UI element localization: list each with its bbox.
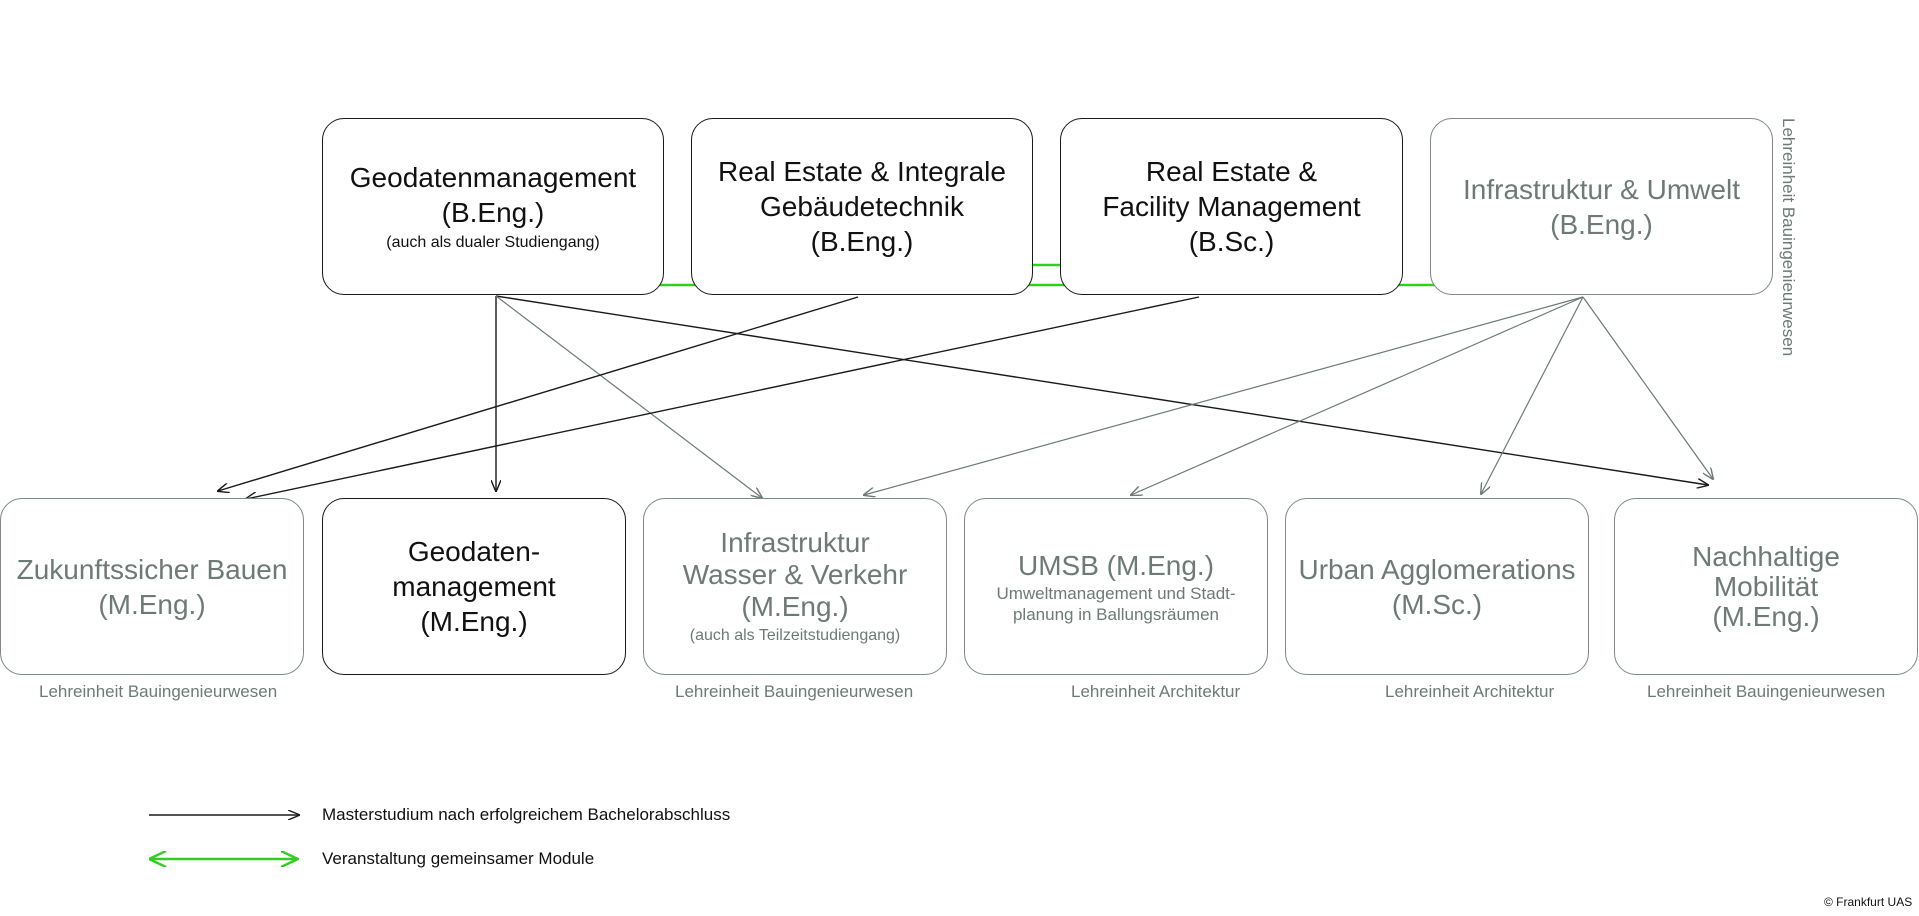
copyright: © Frankfurt UAS <box>1824 895 1913 909</box>
degree: (M.Eng.) <box>420 606 528 637</box>
unit-label-zukunftssicher: Lehreinheit Bauingenieurwesen <box>39 682 278 701</box>
title: UMSB (M.Eng.) <box>1017 550 1215 581</box>
subtitle-line1: Umweltmanagement und Stadt- <box>996 584 1236 603</box>
degree: (M.Sc.) <box>1391 588 1483 620</box>
degree: (B.Eng.) <box>810 226 914 257</box>
legend-shared-modules-text: Veranstaltung gemeinsamer Module <box>322 849 595 868</box>
arrow-real-estate-integrale-to-zukunftssicher <box>218 296 859 491</box>
line2: Facility Management <box>1102 191 1361 222</box>
line2: Mobilität <box>1713 570 1819 602</box>
box-urban-agglomerations: Urban Agglomerations (M.Sc.) <box>1285 498 1589 675</box>
title: Infrastruktur & Umwelt <box>1463 173 1740 205</box>
title: Geodatenmanagement <box>349 162 637 193</box>
arrow-infrastruktur-to-mobilitaet <box>1582 296 1713 479</box>
arrow-real-estate-facility-to-zukunftssicher <box>246 296 1200 499</box>
degree: (M.Eng.) <box>1712 600 1820 632</box>
unit-label-mobilitaet: Lehreinheit Bauingenieurwesen <box>1647 682 1886 701</box>
line1: Geodaten- <box>407 536 541 567</box>
unit-label-umsb: Lehreinheit Architektur <box>1071 682 1241 701</box>
arrow-geodaten-to-mobilitaet <box>495 295 1708 485</box>
line1: Infrastruktur <box>720 527 870 558</box>
box-real-estate-facility: Real Estate & Facility Management (B.Sc.… <box>1060 118 1403 295</box>
note: (auch als dualer Studiengang) <box>386 234 600 251</box>
arrow-geodaten-to-infrastruktur-wasser <box>495 295 762 498</box>
degree: (M.Eng.) <box>741 591 849 622</box>
box-geodatenmanagement-meng: Geodaten- management (M.Eng.) <box>322 498 626 675</box>
unit-label-infrastruktur-wasser: Lehreinheit Bauingenieurwesen <box>675 682 914 701</box>
box-real-estate-integrale: Real Estate & Integrale Gebäudetechnik (… <box>691 118 1033 295</box>
box-nachhaltige-mobilitaet: Nachhaltige Mobilität (M.Eng.) <box>1614 498 1918 675</box>
degree: (B.Eng.) <box>441 197 545 228</box>
arrow-infrastruktur-to-infrastruktur-wasser <box>864 296 1584 495</box>
box-zukunftssicher-bauen: Zukunftssicher Bauen (M.Eng.) <box>0 498 304 675</box>
subtitle-line2: planung in Ballungsräumen <box>1012 605 1220 624</box>
line2: Wasser & Verkehr <box>682 559 908 590</box>
line2: management <box>392 571 556 602</box>
line1: Nachhaltige <box>1692 540 1840 572</box>
note: (auch als Teilzeitstudiengang) <box>689 627 901 644</box>
arrow-infrastruktur-to-umsb <box>1131 296 1584 495</box>
title: Zukunftssicher Bauen <box>16 553 288 585</box>
degree: (M.Eng.) <box>98 588 206 620</box>
degree: (B.Sc.) <box>1188 226 1275 257</box>
line1: Real Estate & Integrale <box>718 156 1006 187</box>
box-infrastruktur-umwelt: Infrastruktur & Umwelt (B.Eng.) <box>1430 118 1773 295</box>
box-umsb: UMSB (M.Eng.) Umweltmanagement und Stadt… <box>964 498 1268 675</box>
box-infrastruktur-wasser-verkehr: Infrastruktur Wasser & Verkehr (M.Eng.) … <box>643 498 947 675</box>
legend-master-text: Masterstudium nach erfolgreichem Bachelo… <box>322 805 731 824</box>
degree: (B.Eng.) <box>1550 208 1653 240</box>
line1: Real Estate & <box>1145 156 1318 187</box>
arrow-infrastruktur-to-urban <box>1481 296 1584 494</box>
unit-label-vertical: Lehreinheit Bauingenieurwesen <box>1779 118 1798 357</box>
title: Urban Agglomerations <box>1298 553 1576 585</box>
line2: Gebäudetechnik <box>760 191 964 222</box>
box-geodatenmanagement-beng: Geodatenmanagement (B.Eng.) (auch als du… <box>322 118 664 295</box>
unit-label-urban: Lehreinheit Architektur <box>1385 682 1555 701</box>
